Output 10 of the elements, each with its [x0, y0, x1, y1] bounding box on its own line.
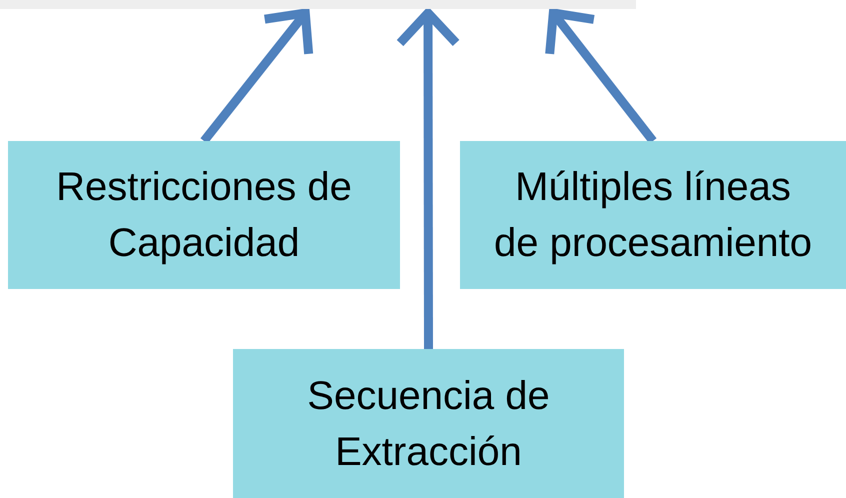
text-box — [460, 141, 846, 289]
box-label: Secuencia de Extracción — [306, 372, 551, 476]
header-bar — [0, 0, 636, 9]
arrow — [396, 8, 461, 349]
box-label: Múltiples líneas de procesamiento — [493, 164, 813, 267]
text-box — [8, 141, 400, 289]
box-label: Restricciones de Capacidad — [55, 164, 353, 267]
arrow — [545, 8, 657, 144]
arrow — [200, 8, 314, 144]
text-box — [233, 349, 624, 498]
